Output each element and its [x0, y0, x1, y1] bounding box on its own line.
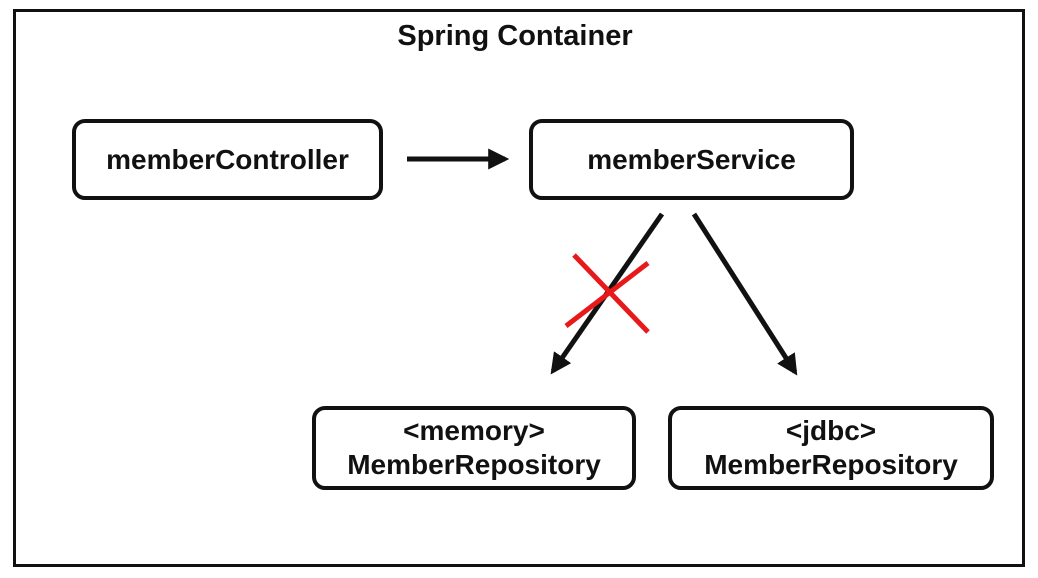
- container-title: Spring Container: [397, 20, 633, 52]
- member-controller-node: memberController: [72, 119, 383, 200]
- jdbc-member-repository-node: <jdbc> MemberRepository: [668, 406, 994, 490]
- memory-repository-type-label: <memory>: [403, 415, 545, 446]
- jdbc-repository-name-label: MemberRepository: [704, 449, 958, 480]
- member-controller-label: memberController: [106, 143, 349, 175]
- edge-service-to-jdbc: [691, 212, 798, 376]
- member-service-label: memberService: [587, 143, 796, 175]
- spring-container-frame: [13, 9, 1025, 567]
- jdbc-repository-type-label: <jdbc>: [785, 415, 877, 446]
- memory-member-repository-node: <memory> MemberRepository: [312, 406, 636, 490]
- memory-repository-name-label: MemberRepository: [347, 449, 601, 480]
- cross-stroke-b: [564, 261, 650, 328]
- member-service-node: memberService: [529, 119, 854, 200]
- cross-mark-icon: [564, 253, 650, 334]
